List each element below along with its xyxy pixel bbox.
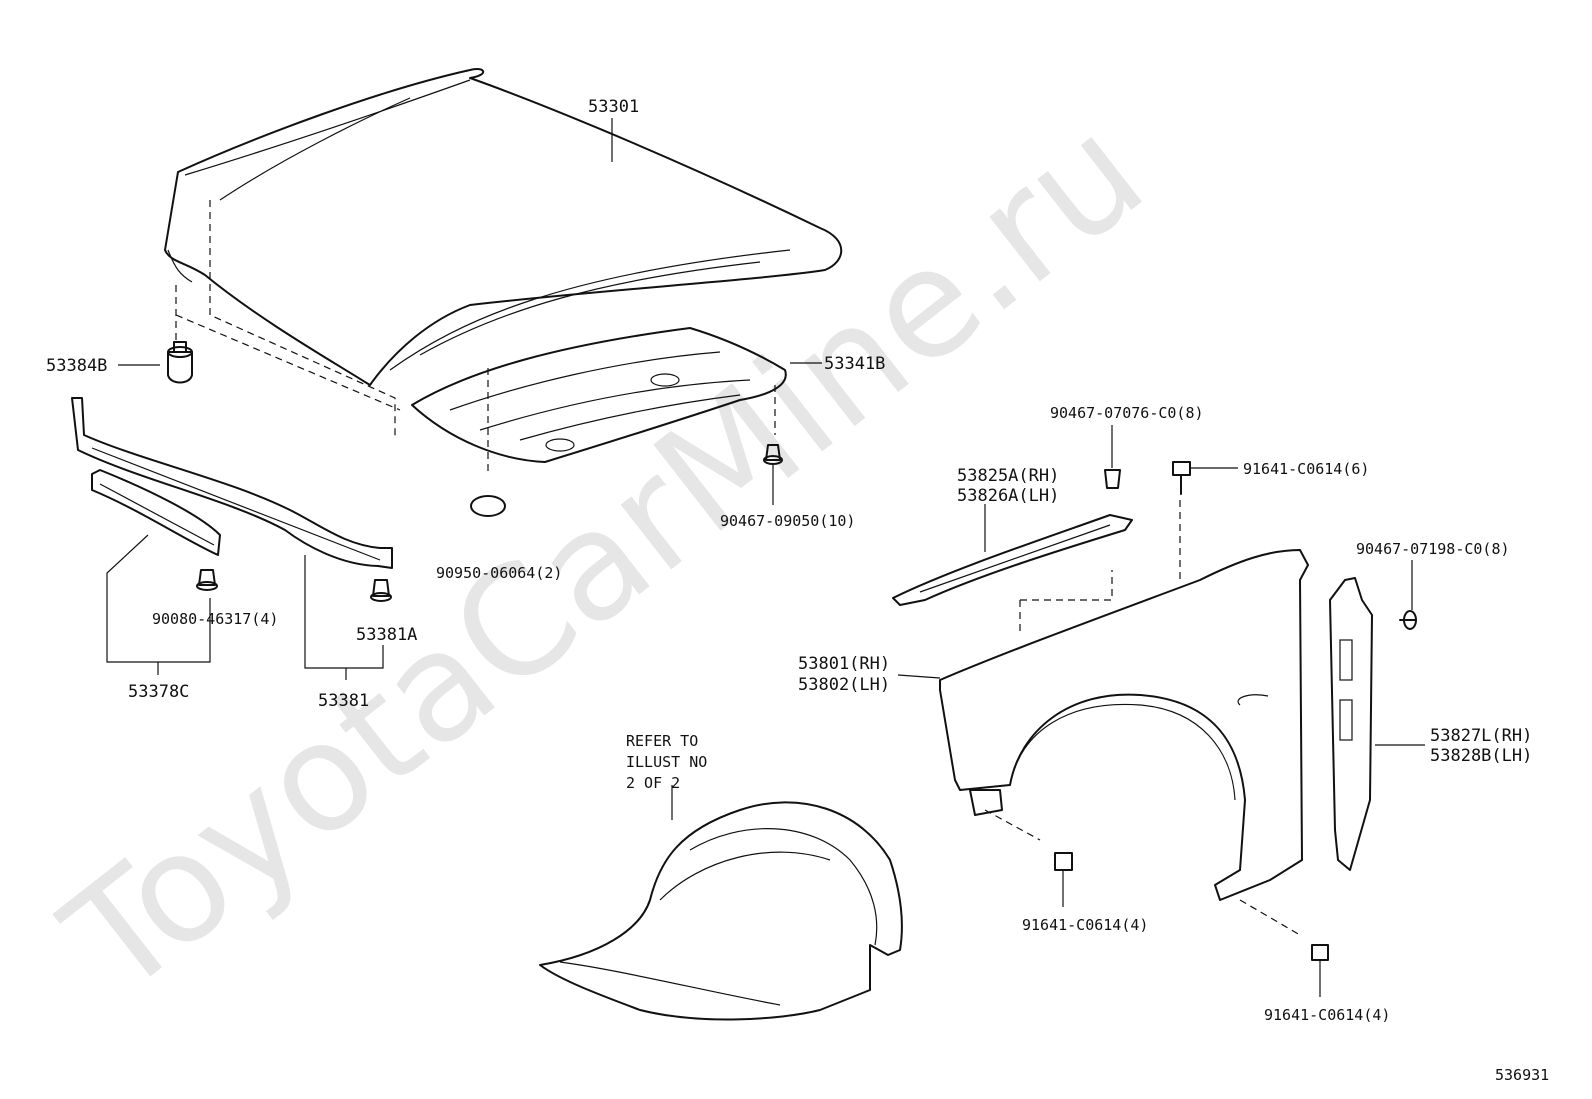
front-fender	[939, 549, 1309, 901]
label-53827L: 53827L(RH)	[1430, 726, 1532, 746]
hood-panel	[164, 68, 843, 386]
refer-note-line3: 2 OF 2	[626, 774, 680, 792]
hole-plug	[470, 495, 506, 517]
label-91641-rear: 91641-C0614(4)	[1264, 1006, 1390, 1024]
hood-cushion	[167, 341, 193, 384]
clip-90467-09050	[763, 444, 783, 505]
label-53826A: 53826A(LH)	[957, 486, 1059, 506]
label-53378C: 53378C	[128, 682, 189, 702]
label-53802: 53802(LH)	[798, 675, 890, 695]
label-91641-front: 91641-C0614(4)	[1022, 916, 1148, 934]
watermark: ToyotaCarMine.ru	[34, 84, 1175, 1028]
label-53801: 53801(RH)	[798, 654, 890, 674]
label-90467-09050: 90467-09050(10)	[720, 512, 855, 530]
label-53828B: 53828B(LH)	[1430, 746, 1532, 766]
label-53301: 53301	[588, 97, 639, 117]
clip-90080-46317	[196, 569, 218, 591]
label-53381A: 53381A	[356, 625, 417, 645]
fender-protector	[1329, 577, 1373, 871]
label-53825A: 53825A(RH)	[957, 466, 1059, 486]
rear-seal-53378C	[91, 469, 221, 556]
label-90080-46317: 90080-46317(4)	[152, 610, 278, 628]
label-90467-07076: 90467-07076-C0(8)	[1050, 404, 1204, 422]
front-seal-53381	[71, 397, 393, 569]
refer-note-line1: REFER TO	[626, 732, 698, 750]
label-90467-07198: 90467-07198-C0(8)	[1356, 540, 1510, 558]
clip-90467-07076	[1104, 425, 1121, 489]
bolt-rear	[1311, 944, 1329, 997]
label-53341B: 53341B	[824, 354, 885, 374]
fender-seal	[892, 514, 1133, 606]
clip-90467-07198	[1399, 560, 1417, 630]
clip-53381A	[370, 579, 392, 602]
hood-insulator	[411, 327, 787, 463]
figure-id: 536931	[1495, 1066, 1549, 1084]
bolt-front	[1054, 852, 1073, 907]
bolt-top	[1172, 461, 1238, 495]
fender-liner	[539, 801, 903, 1021]
label-91641-top: 91641-C0614(6)	[1243, 460, 1369, 478]
label-53384B: 53384B	[46, 356, 107, 376]
label-90950-06064: 90950-06064(2)	[436, 564, 562, 582]
label-53381: 53381	[318, 691, 369, 711]
refer-note-line2: ILLUST NO	[626, 753, 707, 771]
